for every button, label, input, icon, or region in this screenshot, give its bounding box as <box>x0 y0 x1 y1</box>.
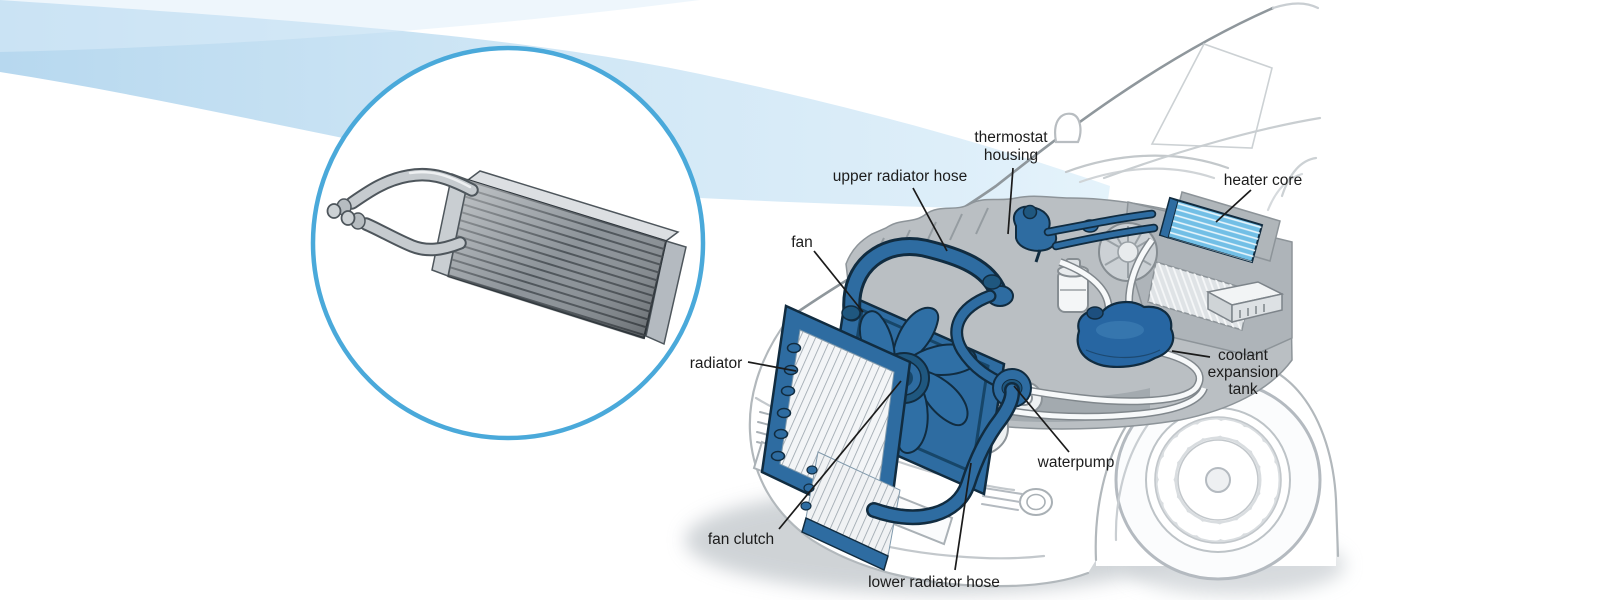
intake-slat-2 <box>982 495 1021 503</box>
callout-lower-radiator-hose: lower radiator hose <box>868 462 1000 591</box>
hub-cap <box>1205 467 1231 493</box>
label-waterpump: waterpump <box>1037 454 1115 471</box>
lower-radiator-hose <box>866 382 1021 526</box>
callout-upper-radiator-hose: upper radiator hose <box>833 168 967 252</box>
label-fan: fan <box>791 234 813 251</box>
callouts: thermostat housing upper radiator hose h… <box>690 129 1302 591</box>
label-thermostat-housing-line2: housing <box>984 147 1038 164</box>
callout-coolant-expansion-tank: coolant expansion tank <box>1171 347 1279 398</box>
inlet-pipe <box>326 167 479 219</box>
label-heater-core: heater core <box>1224 172 1302 189</box>
callout-radiator: radiator <box>690 355 797 372</box>
label-fan-clutch: fan clutch <box>708 531 774 548</box>
leader-lower-radiator-hose <box>954 462 972 571</box>
windshield-glass <box>1150 43 1273 149</box>
label-coolant-expansion-tank-line1: coolant <box>1218 347 1269 364</box>
leader-upper-radiator-hose <box>912 187 948 252</box>
bumper-outline <box>748 316 1090 588</box>
fog-lamp <box>1019 488 1053 516</box>
label-coolant-expansion-tank-line2: expansion <box>1208 364 1279 381</box>
cowl-line-1 <box>1064 154 1230 174</box>
ecu-module <box>1205 281 1285 324</box>
core-bottom-shadow <box>447 274 645 340</box>
shoulder-line <box>1102 116 1322 180</box>
spoke-ring-outline <box>1154 416 1282 544</box>
cowl-line-2 <box>1078 167 1216 184</box>
callout-fan: fan <box>791 234 864 313</box>
rear-fender-arc-2 <box>1266 172 1304 212</box>
label-radiator: radiator <box>690 355 743 372</box>
leader-heater-core <box>1215 189 1252 223</box>
callout-waterpump: waterpump <box>1013 385 1115 471</box>
leader-fan <box>813 250 864 313</box>
leader-thermostat-housing <box>1007 167 1014 235</box>
side-mirror <box>1054 112 1082 144</box>
label-thermostat-housing-line1: thermostat <box>974 129 1048 146</box>
heater-core <box>1158 191 1281 264</box>
callout-fan-clutch: fan clutch <box>708 380 902 548</box>
magnifier-inset <box>310 45 706 441</box>
leader-fan-clutch <box>778 380 902 530</box>
radiator-lower-section <box>800 451 901 572</box>
label-upper-radiator-hose: upper radiator hose <box>833 168 967 185</box>
heater-pipes <box>1043 209 1159 251</box>
leader-radiator <box>747 361 797 372</box>
radiator <box>760 304 912 534</box>
label-lower-radiator-hose: lower radiator hose <box>868 574 1000 591</box>
callout-thermostat-housing: thermostat housing <box>974 129 1048 235</box>
spoke-holes <box>1157 419 1279 541</box>
intake-slat-3 <box>981 503 1019 511</box>
callout-heater-core: heater core <box>1215 172 1302 223</box>
cooling-components <box>760 191 1281 572</box>
intake-slat-1 <box>983 487 1023 495</box>
core-end-tank <box>645 240 687 346</box>
coolant-expansion-tank <box>1076 301 1175 369</box>
outlet-pipe <box>340 210 467 257</box>
roof-edge <box>1271 2 1320 10</box>
rear-fender-arc <box>1280 156 1318 198</box>
core-face-shine <box>448 180 666 338</box>
bypass-hose <box>950 289 1011 391</box>
heater-core-magnified <box>326 167 687 346</box>
leader-waterpump <box>1013 385 1070 453</box>
label-coolant-expansion-tank-line3: tank <box>1228 381 1258 398</box>
beam-upper-wash <box>0 0 700 52</box>
leader-coolant-expansion-tank <box>1171 350 1211 358</box>
